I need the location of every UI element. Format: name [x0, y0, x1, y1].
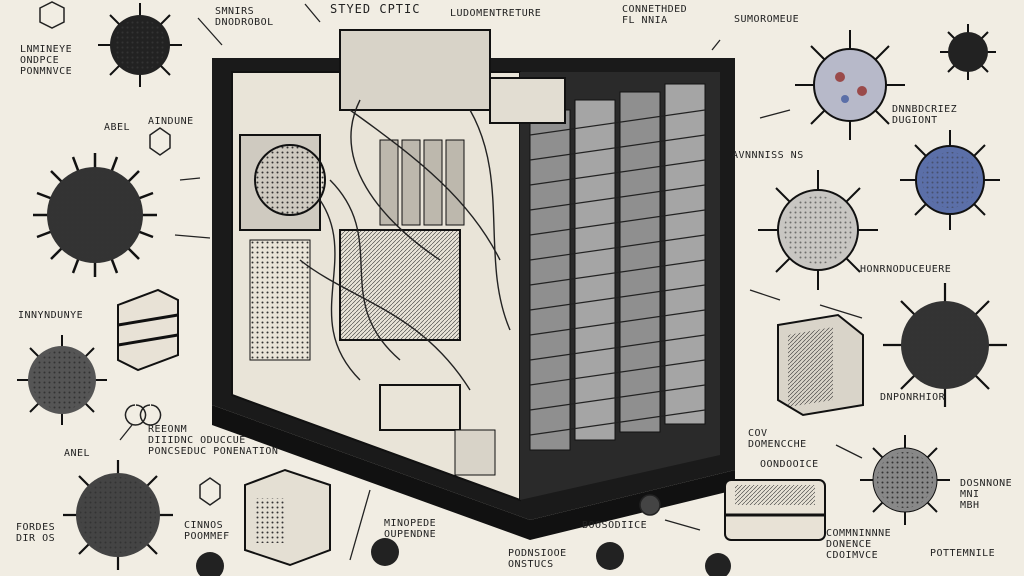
virus-bottom-left	[63, 460, 173, 570]
label-right-6: DOSNNONE MNI MBH	[960, 478, 1013, 511]
annotation-arrows	[119, 3, 863, 561]
label-top-right-b: SUMOROMEUE	[734, 14, 800, 25]
label-right-4: DNPONRHIOR	[880, 392, 946, 403]
label-bottom-7: POTTEMNILE	[930, 548, 996, 559]
virus-right-mid	[758, 170, 878, 290]
virus-right-lower	[883, 283, 1007, 407]
label-bottom-6: COMMNINNNE DONENCE CDOIMVCE	[826, 528, 892, 561]
virus-right-blue	[900, 130, 1000, 230]
label-left-1: ABEL	[104, 122, 131, 133]
virus-right-bottom	[860, 435, 950, 525]
people-sketches	[196, 538, 731, 576]
storage-box	[724, 479, 826, 541]
virus-top-left	[98, 3, 182, 87]
virus-right-top	[795, 30, 905, 140]
label-top-left-a: SMNIRS DNODROBOL	[215, 6, 274, 28]
drive-bays	[529, 83, 706, 451]
memory-modules	[379, 139, 465, 226]
virus-particles	[17, 3, 1007, 570]
label-left-3: INNYNDUNYE	[18, 310, 84, 321]
label-top-center: STYED CPTIC	[330, 2, 421, 16]
virus-left-large	[33, 153, 157, 277]
virus-left-mid	[17, 335, 107, 425]
label-right-2: AVNNNISS NS	[732, 150, 804, 161]
small-server-left	[117, 288, 179, 372]
label-left-4: ANEL	[64, 448, 91, 459]
label-bottom-4: BOOSODIICE	[582, 520, 648, 531]
label-right-3: HONRNODUCEUERE	[860, 264, 952, 275]
server-cabinet	[212, 29, 735, 540]
label-top-left-b: LNMINEYE ONDPCE PONMNVCE	[20, 44, 73, 77]
label-left-5: FORDES DIR OS	[16, 522, 56, 544]
label-top-right-a: CONNETHDED FL NNIA	[622, 4, 688, 26]
label-right-5: OONDOOICE	[760, 459, 819, 470]
label-bottom-3: PODNSIOOE ONSTUCS	[508, 548, 567, 570]
label-bottom-5: COV DOMENCCHE	[748, 428, 807, 450]
label-bottom-2: MINOPEDE OUPENDNE	[384, 518, 437, 540]
molecule-sketches	[39, 1, 661, 516]
label-top-center-2: LUDOMENTRETURE	[450, 8, 542, 19]
label-left-2: AINDUNE	[148, 116, 194, 127]
label-bottom-1: CINNOS POOMMEF	[184, 520, 230, 542]
cube-device	[244, 468, 331, 567]
small-server-right	[777, 313, 864, 417]
label-center-1: REEONM DIIIDNC ODUCCUE PONCSEDUC PONENAT…	[148, 424, 279, 457]
label-right-1: DNNBDCRIEZ DUGIONT	[892, 104, 958, 126]
fan-grille	[254, 144, 326, 216]
virus-right-small	[940, 24, 996, 80]
